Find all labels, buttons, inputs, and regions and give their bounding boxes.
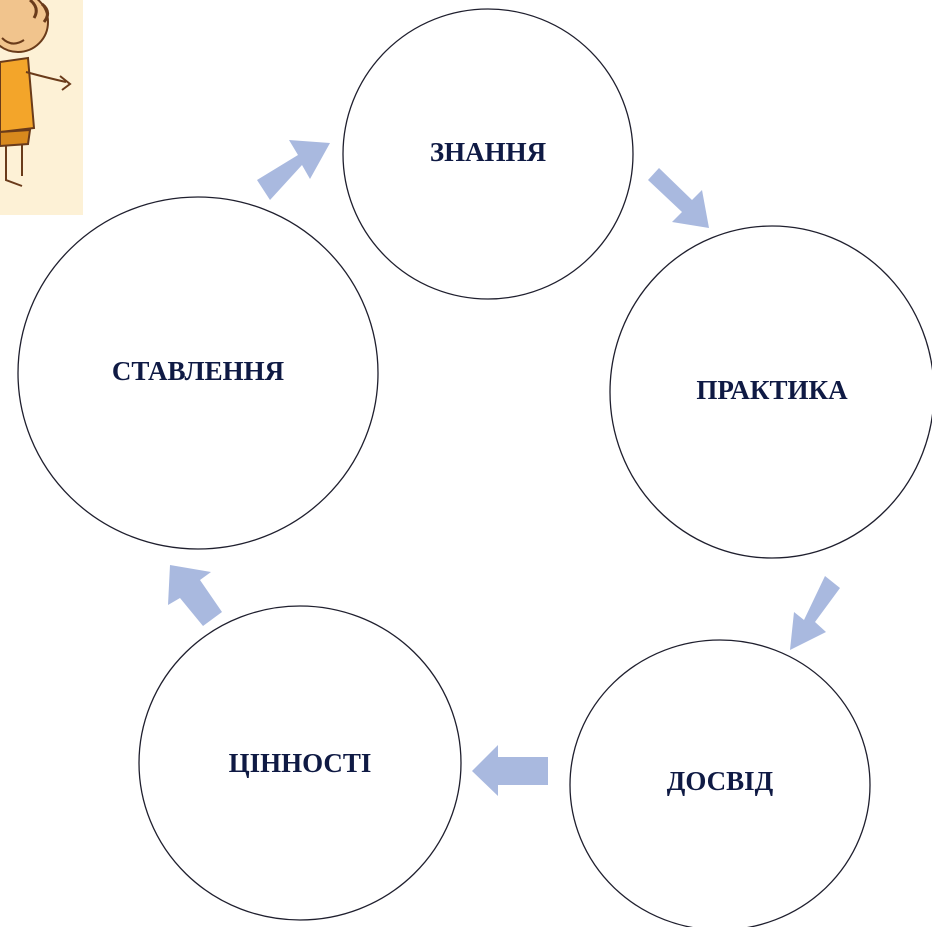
figure-legs xyxy=(5,144,23,187)
node-attitude-circle xyxy=(17,196,379,550)
figure-smile xyxy=(1,37,25,45)
cartoon-child-illustration xyxy=(0,0,83,215)
cycle-nodes: ЗНАННЯ ПРАКТИКА ДОСВІД ЦІННОСТІ СТАВЛЕНН… xyxy=(17,8,932,927)
node-experience: ДОСВІД xyxy=(569,639,871,927)
figure-hair xyxy=(29,0,49,23)
figure-hand xyxy=(59,75,72,91)
node-experience-circle xyxy=(569,639,871,927)
node-practice: ПРАКТИКА xyxy=(609,225,932,559)
cycle-arrows xyxy=(168,140,840,796)
node-attitude: СТАВЛЕННЯ xyxy=(17,196,379,550)
node-values: ЦІННОСТІ xyxy=(138,605,462,921)
arrow-experience-to-values xyxy=(472,745,548,796)
arrow-knowledge-to-practice xyxy=(648,168,709,228)
node-attitude-label: СТАВЛЕННЯ xyxy=(112,356,285,386)
node-experience-label: ДОСВІД xyxy=(667,766,774,796)
node-knowledge: ЗНАННЯ xyxy=(342,8,634,300)
figure-shirt xyxy=(0,56,36,134)
node-values-circle xyxy=(138,605,462,921)
arrow-practice-to-experience xyxy=(790,576,840,650)
node-practice-label: ПРАКТИКА xyxy=(696,375,848,405)
figure-shorts xyxy=(0,128,32,148)
node-values-label: ЦІННОСТІ xyxy=(229,748,372,778)
node-practice-circle xyxy=(609,225,932,559)
arrow-attitude-to-knowledge xyxy=(257,140,330,200)
arrow-values-to-attitude xyxy=(168,565,222,626)
figure-arm xyxy=(25,71,67,83)
node-knowledge-circle xyxy=(342,8,634,300)
node-knowledge-label: ЗНАННЯ xyxy=(430,137,547,167)
